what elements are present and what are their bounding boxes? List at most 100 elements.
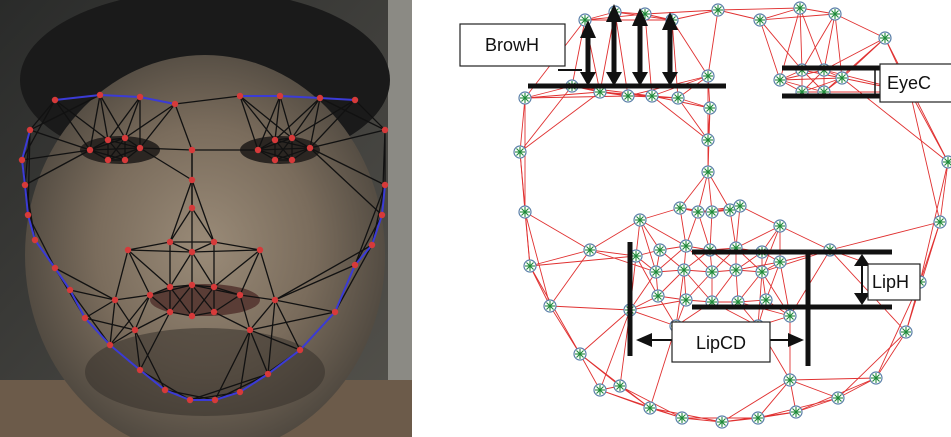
mesh-edge bbox=[614, 11, 629, 97]
mesh-edge bbox=[629, 309, 677, 327]
landmark-marker bbox=[593, 383, 607, 397]
landmark-point bbox=[246, 326, 254, 334]
mesh-edge bbox=[109, 329, 136, 346]
mesh-edge bbox=[679, 171, 709, 209]
mesh-edge bbox=[599, 309, 631, 391]
mesh-edge bbox=[169, 311, 193, 317]
landmark-marker bbox=[649, 265, 663, 279]
mesh-edge bbox=[267, 299, 276, 375]
mesh-edge bbox=[571, 19, 586, 87]
mesh-edge bbox=[677, 97, 709, 141]
landmark-point bbox=[166, 238, 174, 246]
mesh-edge bbox=[801, 77, 843, 93]
landmark-point bbox=[166, 283, 174, 291]
mesh-edge bbox=[169, 284, 193, 288]
mesh-edge bbox=[823, 37, 886, 93]
mesh-edge bbox=[683, 269, 713, 303]
mesh-edge bbox=[89, 94, 101, 151]
brow-arrowhead-5 bbox=[580, 72, 596, 86]
mesh-edge bbox=[274, 244, 373, 301]
brow-arrowhead-1 bbox=[580, 20, 596, 38]
landmark-point bbox=[166, 308, 174, 316]
mesh-edge bbox=[69, 289, 116, 301]
mesh-edge bbox=[319, 97, 386, 131]
mesh-edge bbox=[524, 211, 591, 251]
mesh-edge bbox=[334, 244, 373, 313]
mesh-edge bbox=[114, 299, 136, 331]
mesh-edge bbox=[799, 7, 803, 71]
left-mesh bbox=[18, 91, 389, 404]
brow-arrowhead-8 bbox=[662, 72, 678, 86]
mesh-edge bbox=[274, 299, 301, 351]
mesh-edge bbox=[519, 97, 526, 153]
mesh-edge bbox=[529, 255, 637, 267]
landmark-point bbox=[188, 312, 196, 320]
mesh-edge bbox=[655, 245, 687, 273]
mesh-edge bbox=[213, 311, 251, 331]
landmark-marker bbox=[755, 265, 769, 279]
mesh-edge bbox=[213, 294, 241, 313]
measurement-diagram: BrowH EyeC LipH bbox=[459, 1, 951, 429]
mesh-edge bbox=[169, 179, 193, 243]
brow-height-label-box bbox=[459, 23, 566, 67]
landmark-marker bbox=[671, 91, 685, 105]
landmark-point bbox=[316, 94, 324, 102]
mesh-edge bbox=[309, 99, 356, 149]
mesh-edge bbox=[139, 147, 193, 151]
lip-corner-distance-label: LipCD bbox=[696, 333, 746, 353]
mesh-edge bbox=[735, 225, 781, 249]
mesh-edge bbox=[191, 241, 215, 253]
mesh-edge bbox=[651, 95, 709, 141]
mesh-edge bbox=[765, 261, 781, 301]
brow-outline bbox=[54, 93, 356, 105]
landmark-point bbox=[161, 386, 169, 394]
mesh-edge bbox=[239, 95, 276, 141]
landmark-point bbox=[66, 286, 74, 294]
mesh-edge bbox=[635, 255, 659, 297]
lipcd-arrowhead-right bbox=[788, 333, 804, 347]
mesh-edge bbox=[697, 171, 709, 213]
mesh-edge bbox=[291, 137, 311, 149]
mesh-edge bbox=[239, 329, 251, 393]
landmark-point bbox=[104, 136, 112, 144]
landmark-point bbox=[96, 91, 104, 99]
mesh-edge bbox=[169, 241, 193, 253]
brow-height-label: BrowH bbox=[485, 35, 539, 55]
mesh-edge bbox=[139, 369, 191, 401]
mesh-edge bbox=[169, 207, 193, 243]
mesh-edge bbox=[84, 317, 136, 331]
landmark-marker bbox=[613, 379, 627, 393]
mesh-edge bbox=[164, 389, 216, 401]
mesh-edge bbox=[799, 7, 825, 71]
mesh-edge bbox=[29, 99, 56, 131]
landmark-marker bbox=[691, 205, 705, 219]
mesh-edge bbox=[107, 137, 126, 161]
landmark-marker bbox=[869, 371, 883, 385]
mesh-edge bbox=[789, 379, 839, 399]
landmark-marker bbox=[941, 155, 951, 169]
landmark-marker bbox=[679, 293, 693, 307]
mesh-edge bbox=[599, 389, 651, 409]
landmark-marker bbox=[701, 133, 715, 147]
landmark-marker bbox=[783, 373, 797, 387]
mesh-edge bbox=[875, 331, 907, 379]
mesh-edge bbox=[189, 391, 241, 401]
mesh-edge bbox=[735, 261, 781, 271]
mesh-edge bbox=[134, 294, 151, 331]
mesh-edge bbox=[189, 373, 269, 401]
mesh-edge bbox=[717, 7, 801, 11]
landmark-point bbox=[254, 146, 262, 154]
mesh-edge bbox=[29, 129, 91, 151]
mesh-edge bbox=[249, 299, 276, 331]
mesh-edge bbox=[795, 397, 839, 413]
landmark-point bbox=[188, 204, 196, 212]
landmark-point bbox=[171, 100, 179, 108]
mesh-edge bbox=[371, 184, 386, 246]
mesh-edge bbox=[309, 97, 321, 149]
landmark-point bbox=[106, 341, 114, 349]
mesh-edge bbox=[239, 294, 276, 301]
landmark-point bbox=[288, 156, 296, 164]
landmark-marker bbox=[753, 13, 767, 27]
mesh-edge bbox=[109, 294, 151, 346]
lip-height-label-box bbox=[867, 263, 921, 301]
